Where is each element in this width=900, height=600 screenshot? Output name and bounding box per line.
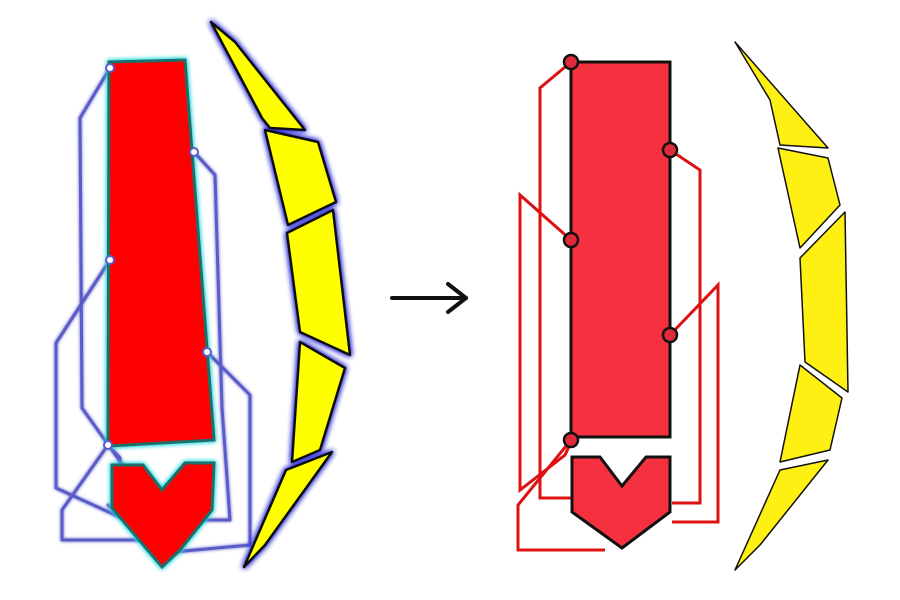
- wire-left-outer: [518, 191, 574, 494]
- after-main-block: [569, 60, 672, 439]
- wire-bottom-loop: [60, 443, 177, 542]
- arc-segment: [242, 450, 334, 569]
- wire-left-outer: [54, 258, 172, 542]
- after-nodes: [562, 53, 679, 449]
- after-wiring: [516, 60, 720, 552]
- node: [105, 63, 115, 73]
- arc-segment: [777, 147, 841, 249]
- node: [103, 440, 113, 450]
- arc-segment: [285, 208, 352, 357]
- wire-bottom-loop: [516, 439, 605, 552]
- after-arc-segments: [734, 41, 849, 571]
- before-panel: [54, 20, 352, 570]
- arc-segment: [209, 20, 307, 132]
- right-arrow-icon: [390, 282, 468, 314]
- node: [562, 431, 580, 449]
- after-heart-piece: [570, 455, 672, 550]
- before-heart-piece: [110, 461, 216, 570]
- wire-right-lower: [668, 281, 720, 524]
- wire-right-upper: [669, 148, 702, 505]
- arc-segment: [734, 41, 829, 149]
- node: [562, 231, 580, 249]
- arc-segment: [263, 128, 338, 227]
- before-nodes: [103, 63, 212, 450]
- node: [105, 255, 115, 265]
- node: [202, 347, 212, 357]
- node: [661, 141, 679, 159]
- node: [661, 326, 679, 344]
- arc-segment: [779, 364, 843, 463]
- after-panel: [516, 41, 849, 571]
- arc-segment: [290, 340, 347, 464]
- node: [562, 53, 580, 71]
- arc-segment: [799, 211, 849, 393]
- node: [189, 147, 199, 157]
- wire-top-left: [538, 60, 572, 500]
- wire-right-upper: [163, 150, 232, 522]
- arc-segment: [734, 459, 829, 571]
- before-arc-segments: [209, 20, 352, 569]
- before-main-block: [106, 58, 216, 448]
